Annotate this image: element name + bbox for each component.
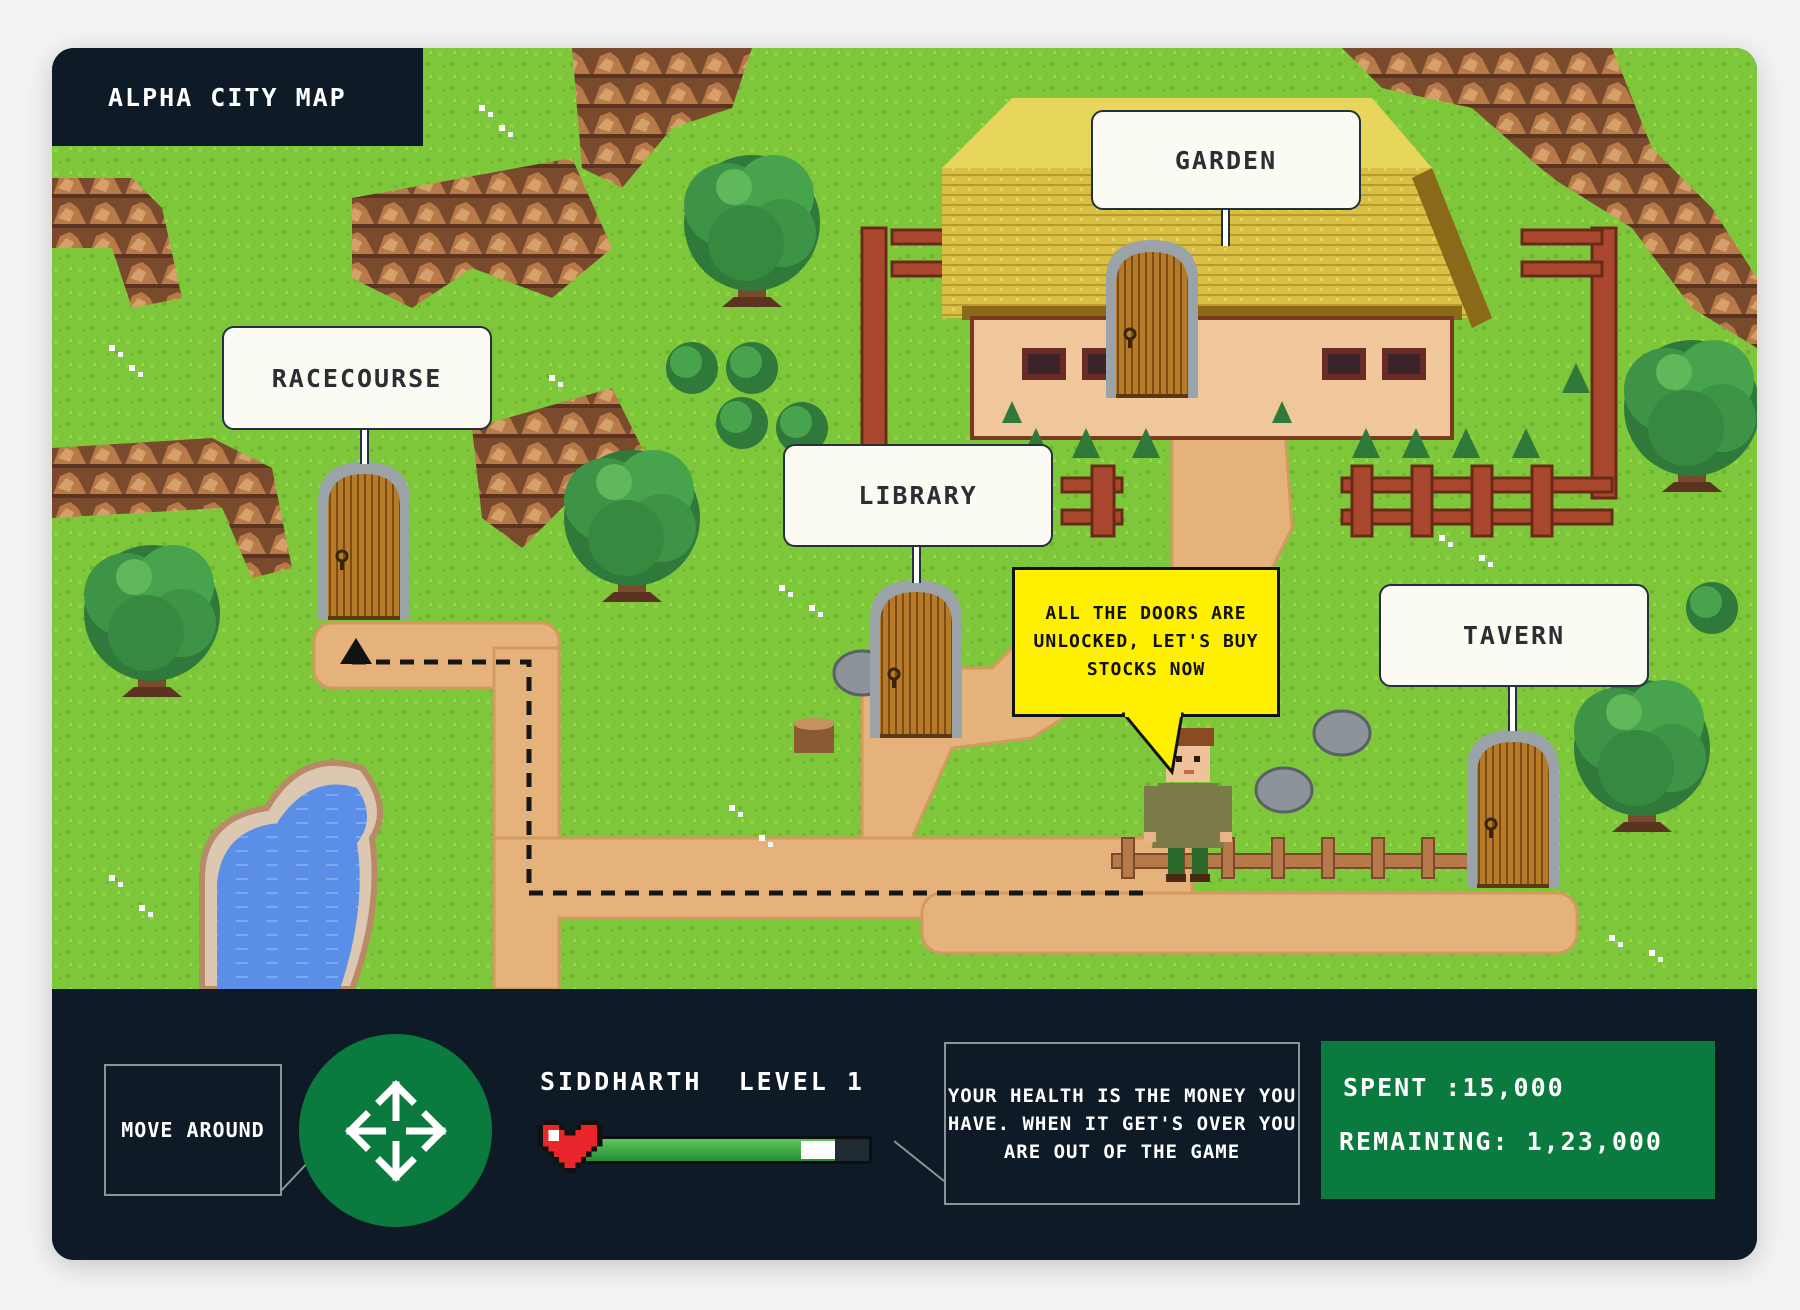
player-level: LEVEL 1 [738, 1067, 865, 1096]
location-label-tavern[interactable]: TAVERN [1379, 584, 1649, 687]
health-fill [585, 1139, 835, 1161]
garden-label-stem [1221, 208, 1230, 246]
move-dpad-button[interactable] [299, 1034, 492, 1227]
health-info-connector [894, 1140, 945, 1182]
move-around-label: MOVE AROUND [104, 1064, 282, 1196]
location-label-library[interactable]: LIBRARY [783, 444, 1053, 547]
map-title: ALPHA CITY MAP [52, 48, 423, 146]
location-label-garden[interactable]: GARDEN [1091, 110, 1361, 210]
move-arrows-icon [344, 1079, 447, 1182]
location-label-racecourse[interactable]: RACECOURSE [222, 326, 492, 430]
tavern-label-stem [1508, 685, 1517, 731]
player-name: SIDDHARTH [540, 1067, 703, 1096]
health-bar [532, 1114, 892, 1174]
heart-icon [537, 1119, 603, 1174]
racecourse-label-stem [360, 428, 369, 464]
health-track [582, 1136, 872, 1164]
speech-bubble-tail [1122, 712, 1184, 776]
game-window: ALPHA CITY MAP GARDEN RACECOURSE LIBRARY… [52, 48, 1757, 1260]
spent-amount: SPENT :15,000 [1343, 1073, 1565, 1102]
player-info: SIDDHARTH LEVEL 1 [540, 1067, 865, 1096]
map-scene [52, 48, 1757, 989]
health-info-box: YOUR HEALTH IS THE MONEY YOU HAVE. WHEN … [944, 1042, 1300, 1205]
money-panel: SPENT :15,000 REMAINING: 1,23,000 [1321, 1041, 1715, 1199]
city-map: ALPHA CITY MAP GARDEN RACECOURSE LIBRARY… [52, 48, 1757, 989]
remaining-amount: REMAINING: 1,23,000 [1339, 1127, 1663, 1156]
library-label-stem [912, 545, 921, 583]
hud-panel: MOVE AROUND SIDDHARTH LEVEL 1 [52, 989, 1757, 1260]
speech-bubble: ALL THE DOORS ARE UNLOCKED, LET'S BUY ST… [1012, 567, 1280, 717]
